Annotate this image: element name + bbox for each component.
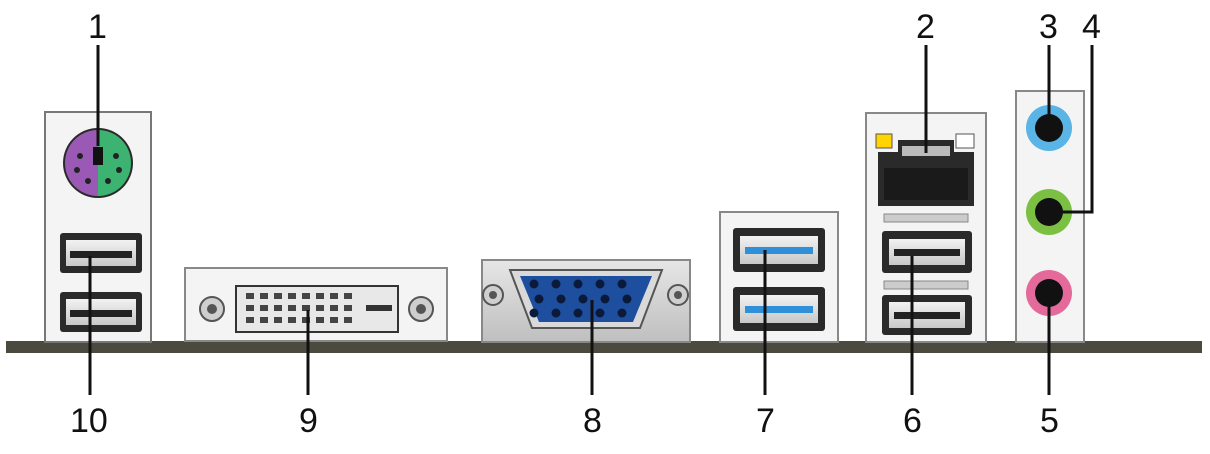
vga-pin: [551, 308, 561, 318]
lan-speed-led: [955, 133, 975, 149]
usb3-port-bottom: [733, 287, 825, 331]
vga-pin: [551, 279, 561, 289]
callout-7: 7: [756, 402, 775, 440]
dvi-pin: [344, 293, 352, 299]
callout-8: 8: [583, 402, 602, 440]
dvi-pin: [246, 317, 254, 323]
dvi-pin: [274, 305, 282, 311]
vga-pin: [595, 279, 605, 289]
dvi-pin: [288, 317, 296, 323]
dvi-pin: [344, 305, 352, 311]
dvi-pin: [330, 293, 338, 299]
dvi-pin: [260, 317, 268, 323]
dvi-pin: [288, 293, 296, 299]
dvi-pin: [316, 305, 324, 311]
dvi-pin: [302, 317, 310, 323]
usb2-port-top: [60, 233, 142, 273]
dvi-pin: [274, 317, 282, 323]
dvi-pin: [288, 305, 296, 311]
callout-9: 9: [299, 402, 318, 440]
dvi-pin: [316, 293, 324, 299]
vga-pin: [573, 279, 583, 289]
vga-pin: [529, 279, 539, 289]
usb2-port-bottom: [60, 292, 142, 332]
callout-5: 5: [1040, 402, 1059, 440]
callout-4: 4: [1082, 8, 1101, 46]
ps2-usb-stack: [44, 111, 152, 343]
ps2-combo-port: [63, 128, 133, 198]
usb2-port-lan-top: [882, 231, 972, 273]
vga-pin: [595, 308, 605, 318]
vga-pin: [573, 308, 583, 318]
audio-line-out-jack: [1026, 189, 1072, 235]
usb3-stack: [719, 211, 839, 343]
vga-pin: [617, 308, 627, 318]
dvi-pin: [260, 293, 268, 299]
usb2-port-lan-bottom: [882, 295, 972, 335]
callout-2: 2: [916, 8, 935, 46]
dvi-pin: [260, 305, 268, 311]
dvi-port: [184, 267, 448, 342]
dvi-pin: [316, 317, 324, 323]
audio-line-in-jack: [1026, 105, 1072, 151]
dvi-pin: [302, 293, 310, 299]
vga-pin: [529, 308, 539, 318]
dvi-pin: [246, 293, 254, 299]
vga-pin: [622, 294, 632, 304]
dvi-pin: [302, 305, 310, 311]
callout-6: 6: [903, 402, 922, 440]
board-edge: [6, 341, 1202, 353]
vga-pin: [617, 279, 627, 289]
dvi-pin: [274, 293, 282, 299]
vga-pin: [534, 294, 544, 304]
callout-1: 1: [88, 8, 107, 46]
callout-10: 10: [70, 402, 108, 440]
audio-mic-jack: [1026, 270, 1072, 316]
dvi-pin: [330, 305, 338, 311]
vga-port: [481, 259, 691, 343]
dvi-pin: [344, 317, 352, 323]
usb3-port-top: [733, 228, 825, 272]
dvi-pin: [330, 317, 338, 323]
vga-pin: [578, 294, 588, 304]
leader-4: [1062, 45, 1094, 214]
callout-3: 3: [1039, 8, 1058, 46]
lan-activity-led: [875, 133, 893, 149]
leader-lines: [88, 45, 1094, 395]
dvi-pin: [246, 305, 254, 311]
vga-pin: [600, 294, 610, 304]
vga-pin: [556, 294, 566, 304]
